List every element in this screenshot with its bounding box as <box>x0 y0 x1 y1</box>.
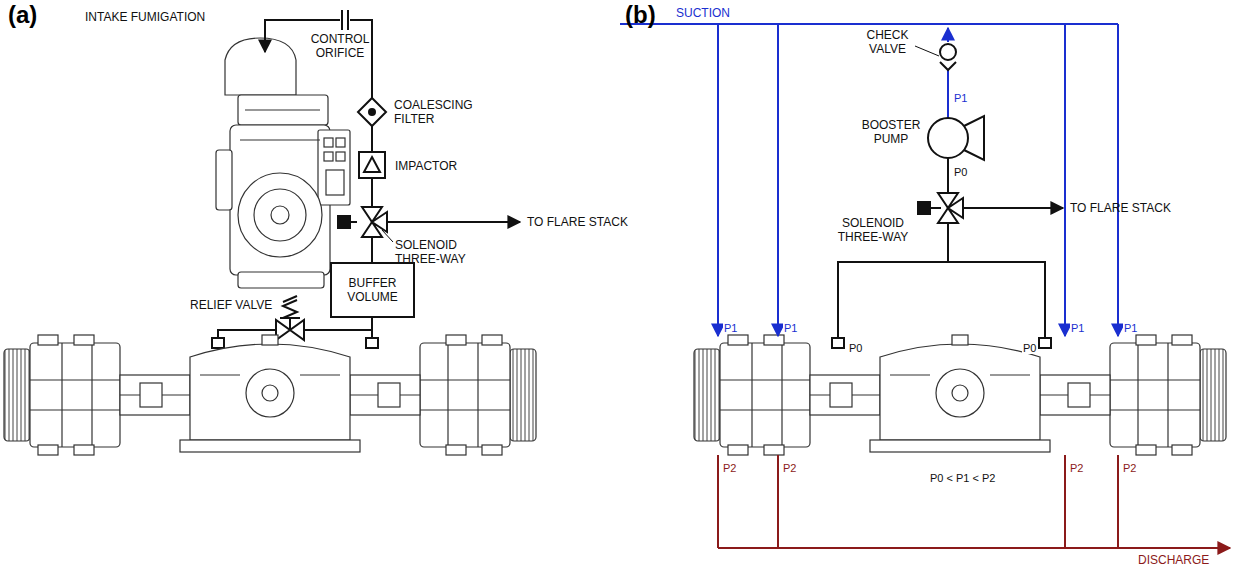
part-label: INTAKE FUMIGATION <box>85 10 205 24</box>
booster-circuit <box>832 44 1063 348</box>
panel-letter: (a) <box>8 2 37 28</box>
piping <box>218 20 520 338</box>
box-label: BUFFER VOLUME <box>341 276 405 304</box>
pressure-label: P1 <box>954 92 967 104</box>
panel-letter: (b) <box>625 2 656 28</box>
part-label: BOOSTER PUMP <box>858 118 924 146</box>
flow-label: TO FLARE STACK <box>1070 201 1171 215</box>
suction-line <box>620 24 1118 336</box>
part-label: SOLENOID THREE-WAY <box>832 216 914 244</box>
part-label: CHECK VALVE <box>860 28 915 56</box>
pressure-label: P1 <box>783 322 798 334</box>
engine-drawing <box>216 38 350 288</box>
flow-label: DISCHARGE <box>1138 553 1209 567</box>
pressure-label: P1 <box>1070 322 1085 334</box>
pressure-label: P0 <box>954 166 967 178</box>
part-label: RELIEF VALVE <box>190 298 272 312</box>
pressure-label: P2 <box>1123 462 1136 474</box>
part-label: CONTROL ORIFICE <box>302 32 378 60</box>
pressure-label: P1 <box>1123 322 1138 334</box>
flow-label: TO FLARE STACK <box>527 215 628 229</box>
pressure-label: P0 <box>848 342 863 354</box>
pressure-label: P1 <box>723 322 738 334</box>
pressure-note: P0 < P1 < P2 <box>930 472 995 484</box>
process-box: BUFFER VOLUME <box>330 262 415 318</box>
flow-label: SUCTION <box>676 6 730 20</box>
pressure-label: P2 <box>1070 462 1083 474</box>
part-label: COALESCING FILTER <box>394 98 479 126</box>
pressure-label: P2 <box>783 462 796 474</box>
discharge-line <box>718 455 1230 548</box>
pressure-label: P2 <box>723 462 736 474</box>
part-label: IMPACTOR <box>395 159 457 173</box>
pressure-label: P0 <box>1022 342 1037 354</box>
